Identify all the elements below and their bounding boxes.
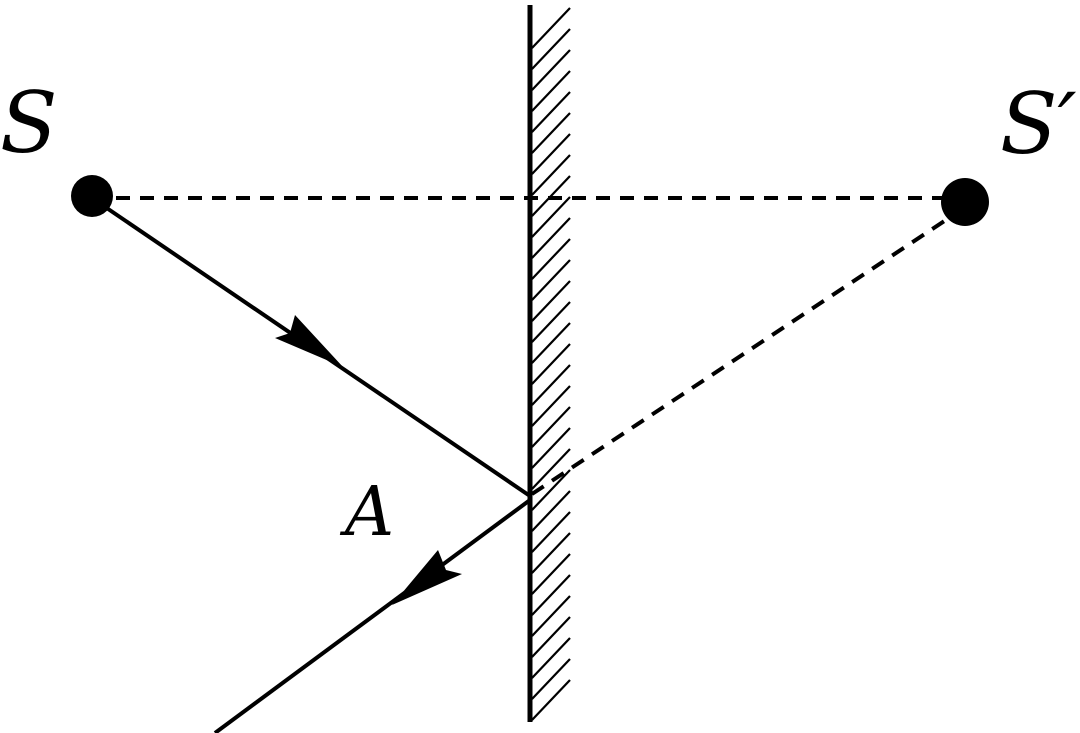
reflected-ray-arrowhead	[392, 550, 462, 605]
hatch-stroke	[531, 217, 571, 259]
hatch-stroke	[531, 385, 571, 427]
hatch-stroke	[531, 616, 571, 658]
mirror-hatching	[531, 7, 571, 721]
hatch-stroke	[531, 91, 571, 133]
hatch-stroke	[531, 238, 571, 280]
hatch-stroke	[531, 637, 571, 679]
hatch-stroke	[531, 364, 571, 406]
label-a: A	[339, 473, 394, 552]
label-s: S	[0, 74, 58, 172]
hatch-stroke	[531, 28, 571, 70]
hatch-stroke	[531, 574, 571, 616]
hatch-stroke	[531, 280, 571, 322]
label-s-prime: S′	[1000, 75, 1077, 173]
hatch-stroke	[531, 595, 571, 637]
hatch-stroke	[531, 511, 571, 553]
hatch-stroke	[531, 679, 571, 721]
reflected-ray	[213, 498, 532, 733]
hatch-stroke	[531, 133, 571, 175]
hatch-stroke	[531, 49, 571, 91]
hatch-stroke	[531, 553, 571, 595]
hatch-stroke	[531, 112, 571, 154]
hatch-stroke	[531, 490, 571, 532]
hatch-stroke	[531, 301, 571, 343]
hatch-stroke	[531, 532, 571, 574]
hatch-stroke	[531, 7, 571, 49]
image-point-s-prime	[941, 178, 989, 226]
hatch-stroke	[531, 70, 571, 112]
hatch-stroke	[531, 154, 571, 196]
hatch-stroke	[531, 196, 571, 238]
incident-ray-arrowhead	[275, 315, 343, 367]
hatch-stroke	[531, 259, 571, 301]
source-point-s	[71, 175, 113, 217]
hatch-stroke	[531, 406, 571, 448]
hatch-stroke	[531, 448, 571, 490]
hatch-stroke	[531, 469, 571, 511]
hatch-stroke	[531, 322, 571, 364]
hatch-stroke	[531, 343, 571, 385]
reflected-ray-extension-dashed	[530, 210, 960, 496]
hatch-stroke	[531, 427, 571, 469]
hatch-stroke	[531, 658, 571, 700]
